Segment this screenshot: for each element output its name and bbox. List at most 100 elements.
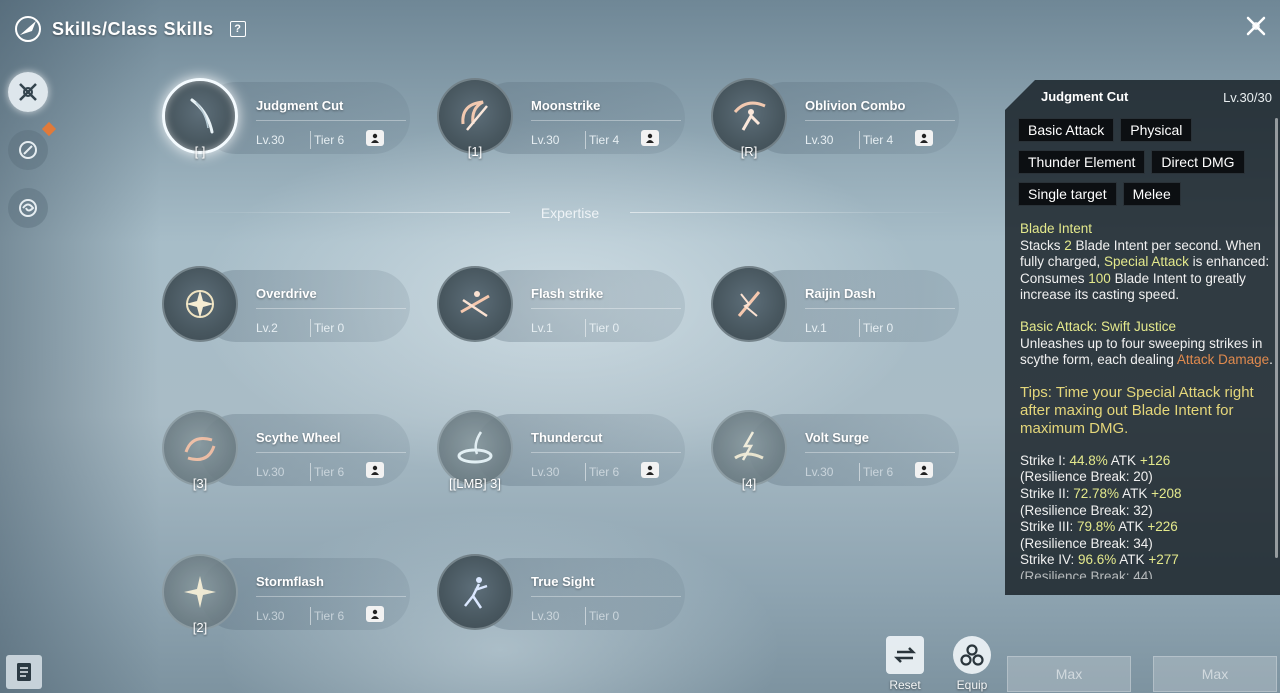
separator [310, 607, 311, 625]
divider-line [805, 308, 955, 309]
skill-orb[interactable] [711, 266, 787, 342]
desc-highlight: Special Attack [1104, 254, 1189, 270]
nav-passive-skills[interactable] [8, 121, 57, 170]
strike-atk: ATK [1107, 452, 1140, 468]
skill-name: Moonstrike [531, 98, 601, 113]
crossed-swords-icon [19, 83, 37, 101]
skill-level: Lv.30 [805, 133, 834, 147]
skill-orb[interactable] [162, 78, 238, 154]
skill-orb[interactable] [437, 78, 513, 154]
strike-pct: 79.8% [1077, 519, 1116, 535]
strike-atk: ATK [1116, 552, 1149, 568]
expertise-divider: Expertise [180, 196, 960, 232]
skill-card-oblivion-combo[interactable]: Oblivion Combo Lv.30 Tier 4 [R] [711, 78, 961, 162]
skill-card-flash-strike[interactable]: Flash strike Lv.1 Tier 0 [437, 266, 687, 350]
divider-line [805, 120, 955, 121]
nav-imagine-skills[interactable] [8, 188, 48, 228]
skill-tags: Basic Attack Physical Thunder Element Di… [1018, 118, 1278, 214]
combo-strike-icon [733, 101, 766, 131]
skill-orb[interactable] [711, 78, 787, 154]
reset-label: Reset [889, 678, 921, 692]
divider-line [256, 452, 406, 453]
close-icon[interactable] [1244, 14, 1268, 38]
equipped-badge-icon [641, 130, 659, 146]
skill-tier: Tier 4 [863, 133, 894, 147]
skill-card-overdrive[interactable]: Overdrive Lv.2 Tier 0 [162, 266, 412, 350]
skill-level: Lv.2 [256, 321, 278, 335]
skill-card-raijin-dash[interactable]: Raijin Dash Lv.1 Tier 0 [711, 266, 961, 350]
skill-card-true-sight[interactable]: True Sight Lv.30 Tier 0 [437, 554, 687, 638]
divider-line [531, 120, 681, 121]
separator [585, 463, 586, 481]
background-shade [0, 0, 160, 693]
skill-card-moonstrike[interactable]: Moonstrike Lv.30 Tier 4 [1] [437, 78, 687, 162]
divider-line [256, 120, 406, 121]
skill-name: Oblivion Combo [805, 98, 906, 113]
strike-pct: 72.78% [1073, 485, 1120, 501]
compass-icon [19, 141, 37, 159]
detail-header: Judgment Cut Lv.30/30 [1005, 80, 1280, 112]
desc-text: Unleashes up to four sweeping strikes in… [1020, 335, 1263, 368]
divider-line [531, 452, 681, 453]
skill-level: Lv.30 [256, 465, 285, 479]
strike-add: +126 [1139, 452, 1171, 468]
skill-orb[interactable] [162, 410, 238, 486]
strike-pct: 96.6% [1078, 552, 1117, 568]
strike-add: +208 [1151, 485, 1182, 501]
skill-tier: Tier 4 [589, 133, 620, 147]
skill-log-button[interactable] [6, 655, 42, 689]
equipped-badge-icon [915, 462, 933, 478]
skill-card-stormflash[interactable]: Stormflash Lv.30 Tier 6 [2] [162, 554, 412, 638]
three-circles-icon [960, 644, 984, 666]
skill-description: Blade Intent Stacks 2 Blade Intent per s… [1020, 221, 1276, 579]
skill-tier: Tier 6 [589, 465, 620, 479]
equip-icon-box [953, 636, 991, 674]
reset-button[interactable]: Reset [885, 636, 925, 692]
detail-scrollbar[interactable] [1275, 118, 1278, 558]
skill-orb[interactable] [437, 266, 513, 342]
tag-melee: Melee [1122, 182, 1181, 206]
separator [310, 463, 311, 481]
skill-card-scythe-wheel[interactable]: Scythe Wheel Lv.30 Tier 6 [3] [162, 410, 412, 494]
strike-label: Strike III: [1020, 519, 1078, 535]
skill-name: Scythe Wheel [256, 430, 341, 445]
keybind-label: [1] [467, 144, 483, 159]
star-burst-icon [186, 290, 214, 318]
skill-orb[interactable] [711, 410, 787, 486]
strike-pct: 44.8% [1069, 452, 1108, 468]
skill-level: Lv.30 [256, 133, 285, 147]
max-button-1[interactable]: Max [1007, 656, 1131, 692]
skill-orb[interactable] [437, 554, 513, 630]
skill-name: Judgment Cut [256, 98, 344, 113]
separator [585, 319, 586, 337]
skill-card-thundercut[interactable]: Thundercut Lv.30 Tier 6 [[LMB] 3] [437, 410, 687, 494]
divider-line [531, 308, 681, 309]
skill-card-volt-surge[interactable]: Volt Surge Lv.30 Tier 6 [4] [711, 410, 961, 494]
tag-thunder-element: Thunder Element [1018, 150, 1146, 174]
skill-tier: Tier 6 [314, 133, 345, 147]
skill-tier: Tier 6 [314, 609, 345, 623]
skill-tier: Tier 6 [863, 465, 894, 479]
skill-orb[interactable] [162, 266, 238, 342]
divider-line-left [180, 212, 510, 213]
strike-row: Strike II: 72.78% ATK +208 [1020, 486, 1276, 503]
help-icon[interactable]: ? [229, 21, 246, 37]
true-sight-figure-icon [464, 577, 488, 609]
skill-name: Flash strike [531, 286, 604, 301]
nav-class-skills[interactable] [8, 72, 48, 112]
detail-skill-level: Lv.30/30 [1223, 90, 1272, 105]
skill-level: Lv.30 [531, 133, 560, 147]
skill-tier: Tier 0 [863, 321, 894, 335]
scythe-slash-icon [190, 98, 214, 134]
skill-orb[interactable] [437, 410, 513, 486]
skill-name: Volt Surge [805, 430, 870, 445]
max-button-2[interactable]: Max [1153, 656, 1277, 692]
strike-atk: ATK [1115, 519, 1148, 535]
keybind-label: [[LMB] 3] [448, 476, 502, 491]
skill-orb[interactable] [162, 554, 238, 630]
divider-line [256, 596, 406, 597]
skill-tier: Tier 0 [589, 321, 620, 335]
equip-button[interactable]: Equip [952, 636, 992, 692]
lightning-dash-icon [737, 291, 761, 317]
skill-card-judgment-cut[interactable]: Judgment Cut Lv.30 Tier 6 [ ] [162, 78, 412, 162]
